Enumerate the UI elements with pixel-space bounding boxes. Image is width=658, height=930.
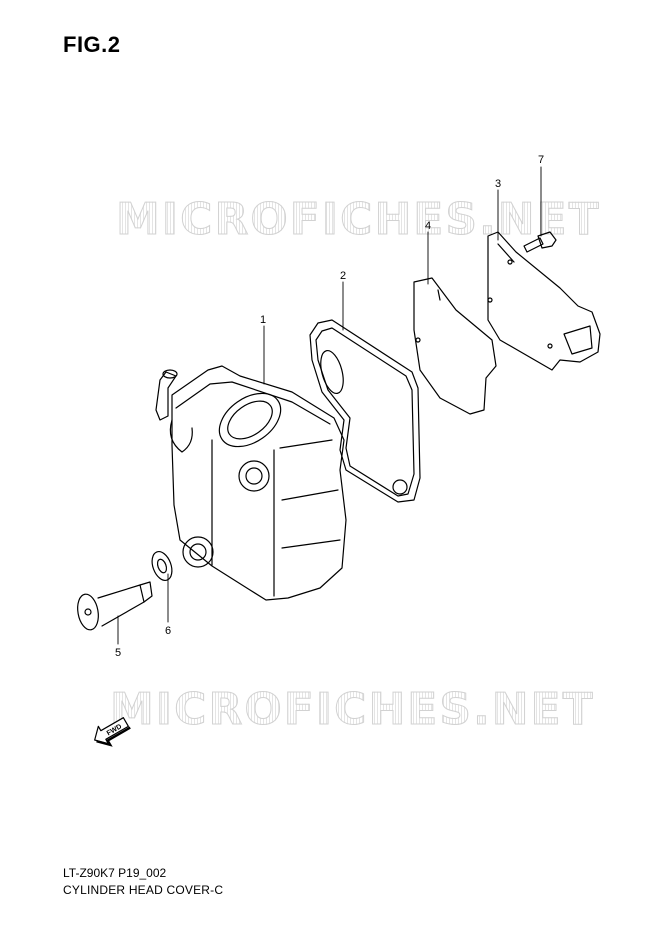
callout-3[interactable]: 3 — [495, 178, 501, 190]
part-small-bolt[interactable] — [523, 231, 557, 253]
part-washer[interactable] — [148, 549, 175, 583]
fwd-label: FWD — [106, 723, 123, 737]
part-bracket[interactable] — [487, 231, 601, 371]
part-bolt[interactable] — [75, 581, 153, 631]
caption-code: LT-Z90K7 P19_002 — [63, 866, 167, 880]
part-gasket[interactable] — [309, 319, 421, 503]
callout-6[interactable]: 6 — [165, 625, 171, 637]
callout-5[interactable]: 5 — [115, 647, 121, 659]
watermark-top: MICROFICHES.NET — [116, 194, 601, 246]
fwd-arrow-icon: FWD — [94, 717, 131, 747]
part-cylinder-head-cover[interactable] — [155, 365, 347, 601]
watermark-bottom: MICROFICHES.NET — [110, 684, 595, 736]
callout-1[interactable]: 1 — [260, 314, 266, 326]
part-plate[interactable] — [413, 277, 497, 415]
callout-4[interactable]: 4 — [425, 220, 431, 232]
callout-2[interactable]: 2 — [340, 270, 346, 282]
figure-title: FIG.2 — [63, 32, 121, 57]
callout-7[interactable]: 7 — [538, 154, 544, 166]
caption-name: CYLINDER HEAD COVER-C — [63, 883, 224, 897]
